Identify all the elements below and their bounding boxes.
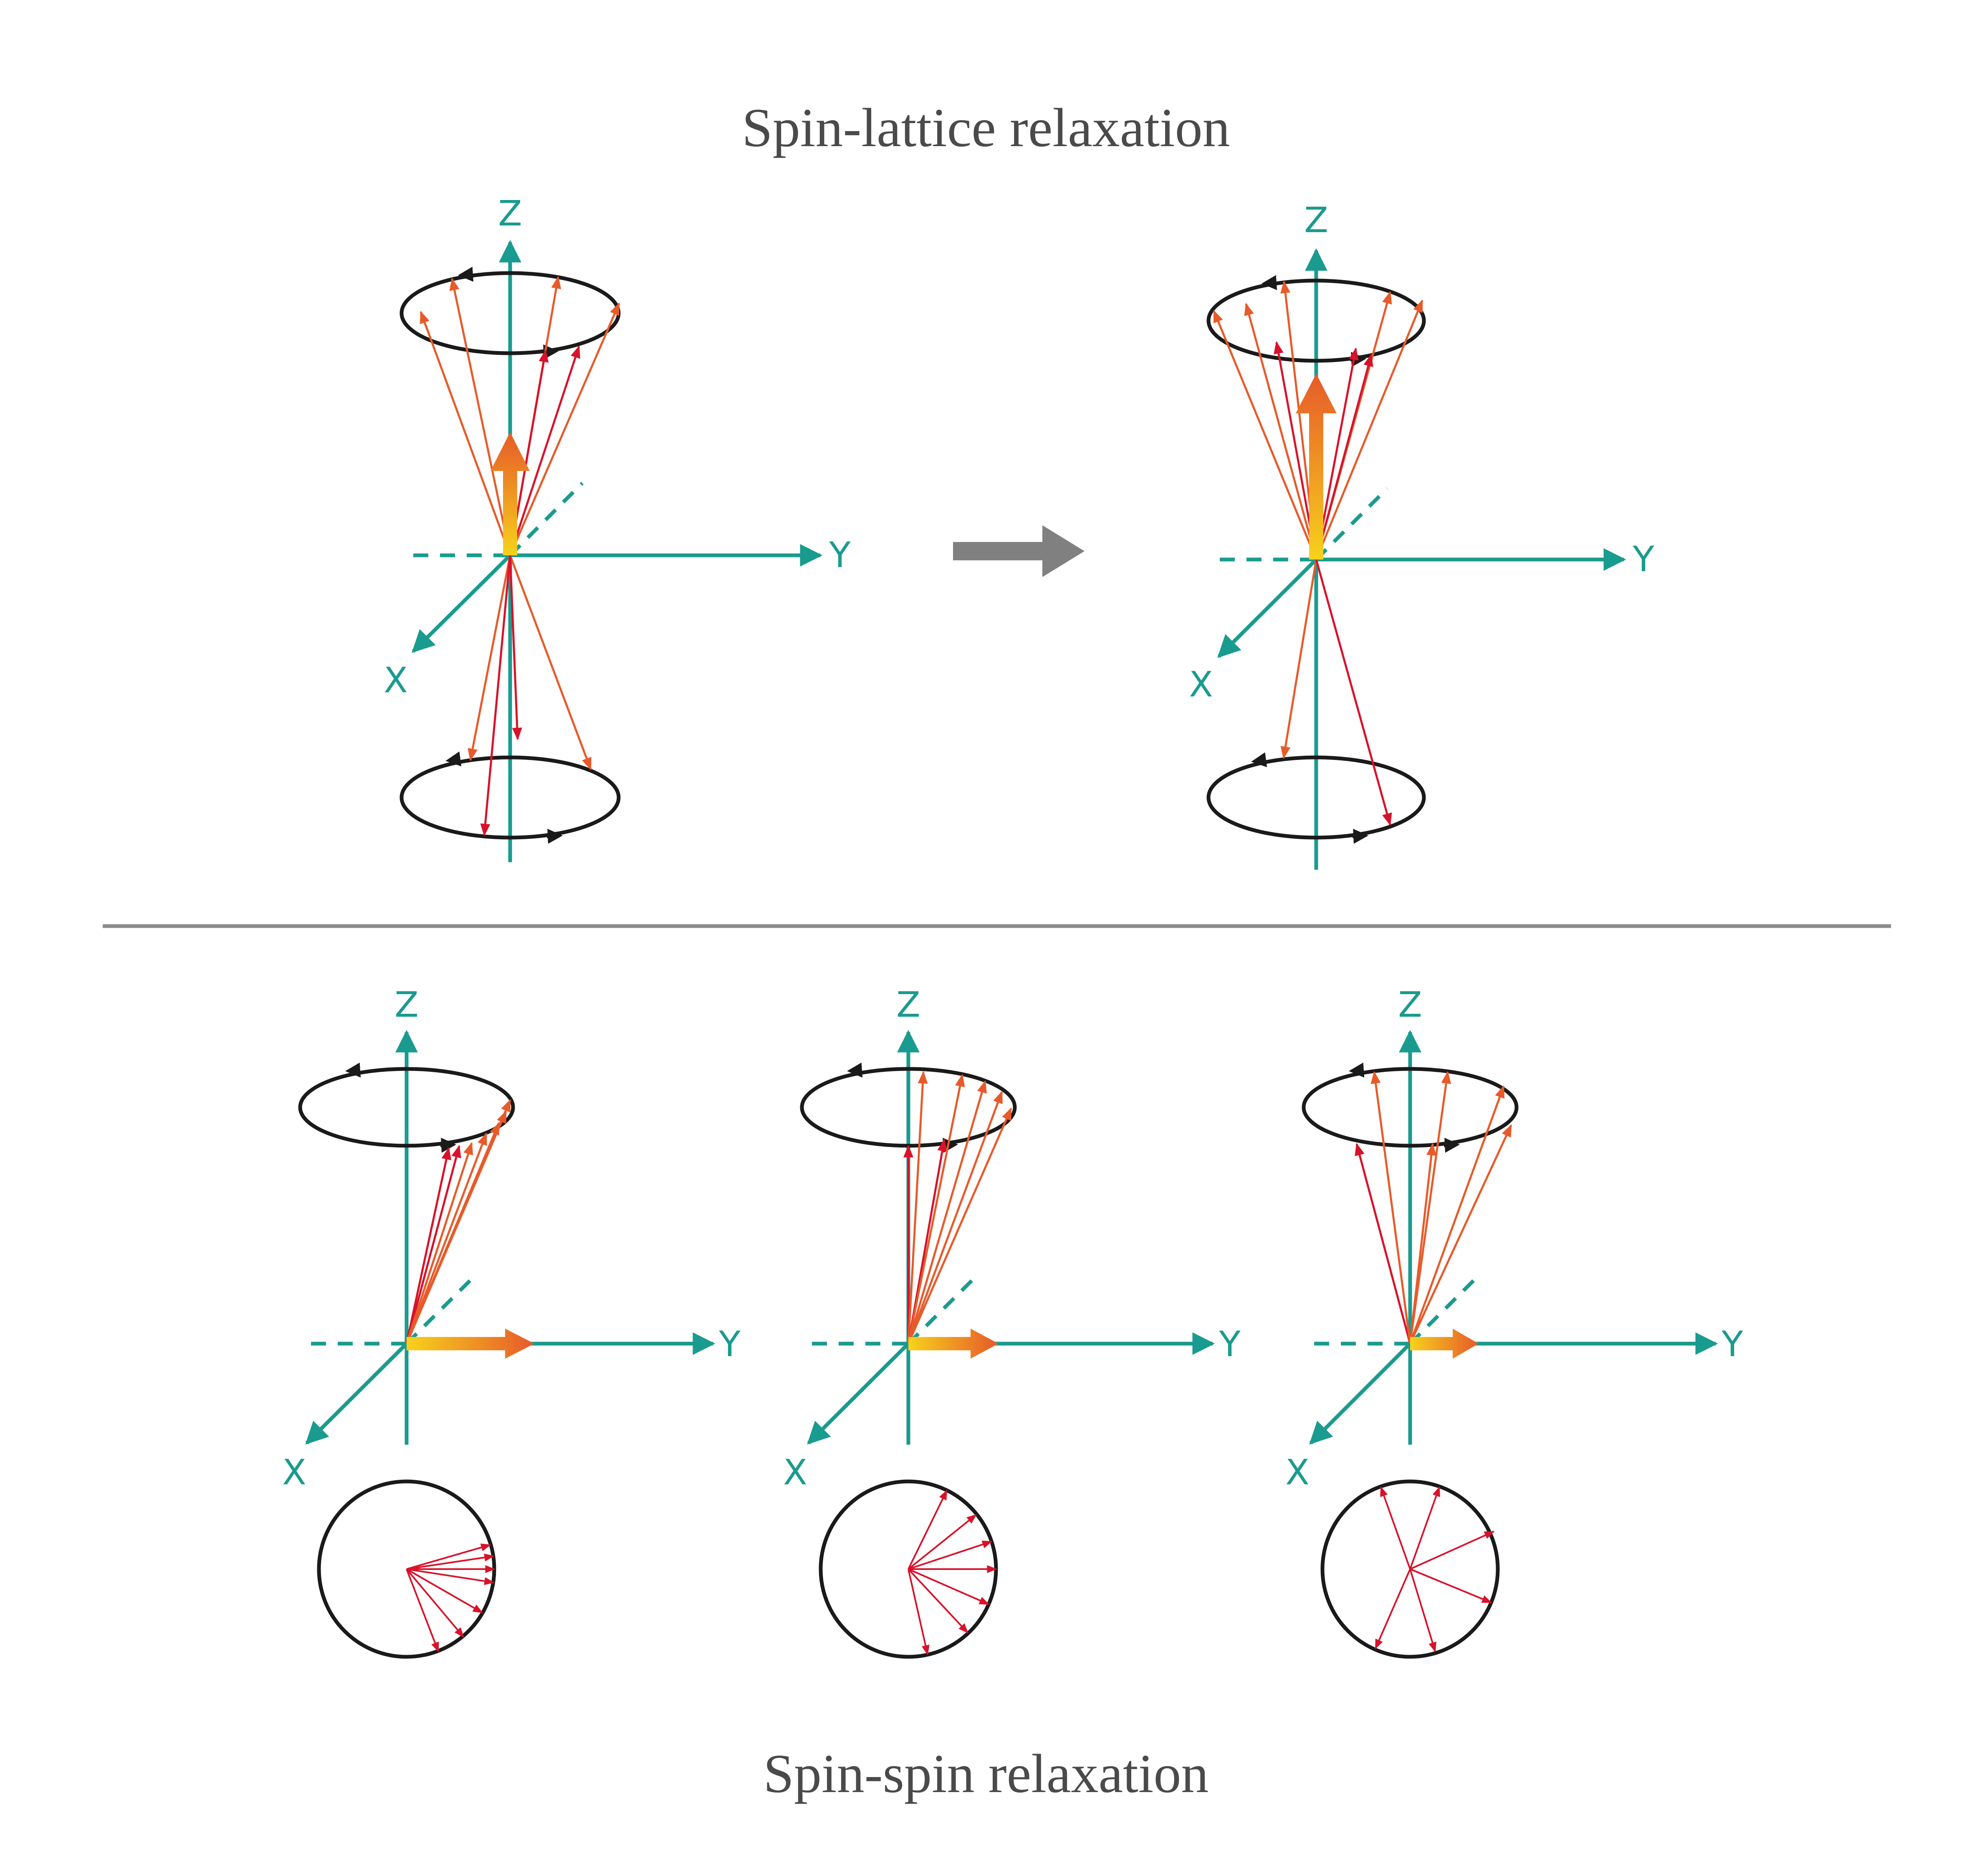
spin-vector (405, 1147, 452, 1344)
z-axis-label: Z (498, 193, 522, 234)
panel-spin-spin-3: Z Y X (1285, 984, 1743, 1659)
spin-vector (405, 1132, 488, 1344)
phase-vector (1409, 1569, 1436, 1653)
y-axis-label: Y (829, 534, 851, 575)
phase-vector (406, 1543, 491, 1570)
z-axis-label: Z (394, 984, 419, 1025)
phase-vector (1410, 1531, 1495, 1570)
spin-vector (1409, 1085, 1505, 1344)
spin-vector (405, 1142, 473, 1344)
x-axis (305, 1342, 408, 1445)
panel-spin-lattice-before: Z Y X (384, 193, 851, 862)
phase-vector (406, 1568, 483, 1613)
phase-vector (406, 1568, 495, 1585)
z-axis-label: Z (1304, 200, 1328, 241)
phase-vector (908, 1514, 977, 1570)
y-axis-label: Y (1632, 539, 1654, 580)
ring-direction-arrow (458, 266, 474, 282)
spin-vector (509, 345, 580, 556)
x-axis-negative (508, 481, 584, 557)
x-axis-negative (1408, 1272, 1482, 1345)
upper-precession-ring (298, 1067, 515, 1148)
x-axis (1217, 558, 1318, 658)
phase-vector (908, 1568, 990, 1605)
x-axis (1309, 1342, 1412, 1445)
spin-vector (468, 555, 511, 761)
x-axis-label: X (783, 1452, 807, 1493)
spin-vector (509, 555, 592, 770)
spin-vector (1244, 303, 1317, 560)
phase-vector (1380, 1486, 1411, 1570)
ring-direction-arrow (1349, 1062, 1365, 1078)
phase-vector (1409, 1486, 1440, 1570)
transverse-magnetization-arrow (1410, 1329, 1479, 1359)
x-axis-negative (907, 1272, 981, 1345)
spin-vector (907, 1071, 928, 1344)
spin-vector (907, 1074, 965, 1344)
y-axis-label: Y (1721, 1324, 1743, 1365)
x-axis-label: X (384, 660, 408, 701)
spin-vector (1409, 1071, 1451, 1344)
x-axis (412, 554, 512, 653)
x-axis-label: X (282, 1452, 306, 1493)
panel-spin-spin-2: Z Y X (783, 984, 1241, 1659)
phase-vector (1375, 1569, 1411, 1650)
spin-lattice-title: Spin-lattice relaxation (742, 97, 1230, 158)
spin-vector (1315, 354, 1373, 560)
spin-vector (1213, 310, 1317, 560)
phase-vector (908, 1540, 993, 1570)
x-axis (807, 1342, 910, 1445)
phase-vector (1410, 1568, 1492, 1603)
spin-vector (509, 555, 522, 740)
ring-direction-arrow (345, 1062, 361, 1078)
ring-direction-arrow (445, 751, 462, 767)
spin-vector (509, 302, 620, 556)
z-axis-label: Z (1398, 984, 1422, 1025)
spin-vector (449, 278, 511, 556)
spin-vector (405, 1099, 511, 1344)
upper-precession-ring (1206, 278, 1426, 363)
spin-vector (907, 1080, 987, 1344)
upper-precession-ring (1302, 1067, 1519, 1148)
panel-spin-spin-1: Z Y X (282, 984, 741, 1659)
lower-precession-ring (399, 755, 621, 840)
phase-vector (406, 1569, 439, 1653)
spin-vector (1315, 559, 1392, 826)
x-axis-label: X (1189, 664, 1213, 705)
net-magnetization-arrow (1296, 374, 1337, 560)
spin-vector (907, 1091, 1003, 1344)
lower-precession-ring (1206, 755, 1426, 840)
net-magnetization-arrow (490, 432, 530, 555)
spin-vector (420, 311, 511, 556)
y-axis-label: Y (718, 1324, 741, 1365)
spin-vector (1315, 299, 1423, 560)
spin-vector (1280, 559, 1317, 759)
transverse-magnetization-arrow (407, 1329, 534, 1359)
panel-spin-lattice-after: Z Y X (1189, 200, 1654, 870)
x-axis-negative (405, 1272, 479, 1345)
phase-vector (406, 1568, 464, 1638)
process-arrow (953, 525, 1085, 577)
y-axis-label: Y (1219, 1324, 1241, 1365)
x-axis-label: X (1285, 1452, 1310, 1493)
phase-vector (406, 1553, 495, 1570)
transverse-magnetization-arrow (908, 1329, 999, 1359)
spin-spin-title: Spin-spin relaxation (763, 1743, 1209, 1804)
z-axis-label: Z (896, 984, 920, 1025)
ring-direction-arrow (1251, 752, 1267, 767)
ring-direction-arrow (847, 1062, 863, 1078)
transverse-plane-circle (1320, 1479, 1500, 1659)
spin-vector (480, 555, 511, 836)
spin-vector (1370, 1071, 1411, 1344)
phase-vector (908, 1568, 968, 1633)
phase-vector (908, 1489, 948, 1570)
spin-vector (1355, 1143, 1411, 1344)
phase-vector (908, 1569, 930, 1656)
spin-vector (907, 1107, 1012, 1344)
x-axis-negative (1315, 487, 1389, 561)
spin-vector (405, 1145, 461, 1344)
spin-vector (1409, 1124, 1512, 1344)
